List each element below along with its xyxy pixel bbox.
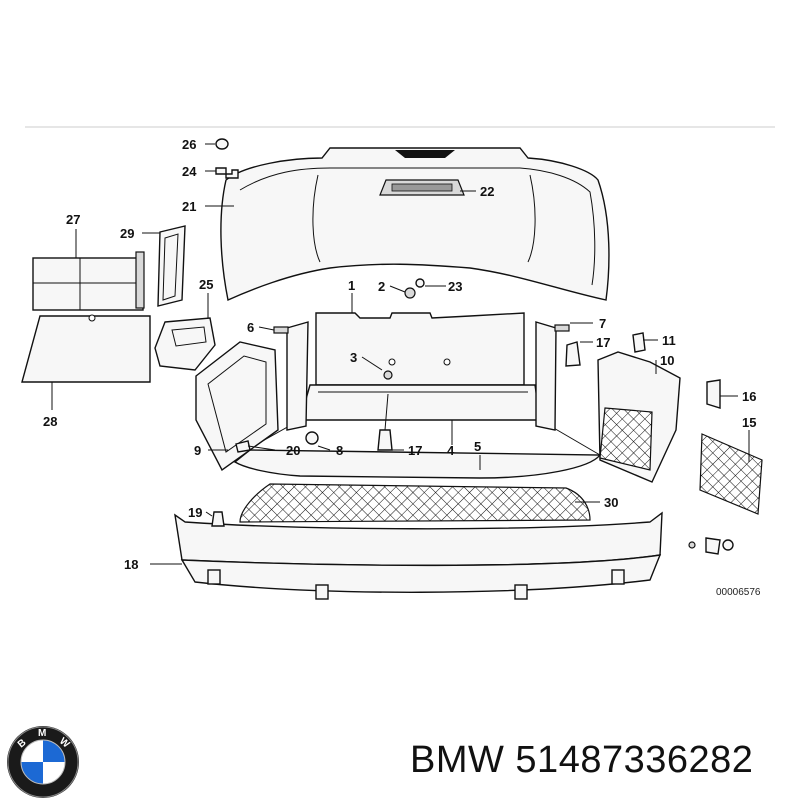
bracket-7 xyxy=(554,324,570,332)
clip-11 xyxy=(632,332,646,353)
callout-1: 1 xyxy=(348,278,355,293)
callout-4: 4 xyxy=(447,443,455,458)
compartment-box-25 xyxy=(154,317,216,371)
leader-lines xyxy=(51,143,750,565)
tab-left-1 xyxy=(207,569,221,585)
callout-2: 2 xyxy=(378,279,385,294)
brand-part-number: BMW 51487336282 xyxy=(410,739,754,781)
callout-6: 6 xyxy=(247,320,254,335)
callout-5: 5 xyxy=(474,439,481,454)
left-side-trim-9-inner xyxy=(207,355,267,453)
trunk-lid-recess xyxy=(312,174,536,263)
screw-24 xyxy=(215,167,239,179)
left-side-trim-9 xyxy=(195,341,279,472)
clip-2 xyxy=(404,287,416,299)
callout-17-center: 17 xyxy=(408,443,422,458)
clip-17-right xyxy=(565,341,581,367)
callout-numbers: 26 24 21 22 27 29 25 1 2 23 6 7 3 17 11 … xyxy=(43,137,756,572)
callout-30: 30 xyxy=(604,495,618,510)
handle-recess-inner xyxy=(391,183,453,192)
left-side-trim-6 xyxy=(286,321,309,431)
screw-bottom-right-1 xyxy=(688,541,696,549)
bmw-logo: B M W xyxy=(7,726,79,798)
callout-24: 24 xyxy=(182,164,197,179)
bmw-logo-letter-m: M xyxy=(38,728,46,739)
callout-25: 25 xyxy=(199,277,213,292)
front-wall-hole-2 xyxy=(443,358,451,366)
clip-23 xyxy=(415,278,425,288)
side-net-right xyxy=(599,407,653,471)
nut-bottom-right xyxy=(722,539,734,551)
floor-panel-28-hole xyxy=(88,314,96,322)
clip-19 xyxy=(211,511,225,527)
floor-panel-28 xyxy=(21,315,151,383)
callout-29: 29 xyxy=(120,226,134,241)
tab-right-2 xyxy=(611,569,625,585)
tab-right-1 xyxy=(514,584,528,600)
callout-8: 8 xyxy=(336,443,343,458)
callout-15: 15 xyxy=(742,415,756,430)
front-wall-hole xyxy=(388,358,396,366)
trunk-lid-trim-panel xyxy=(220,147,610,302)
bolt-3 xyxy=(383,370,393,380)
callout-27: 27 xyxy=(66,212,80,227)
diagram-reference-code: 00006576 xyxy=(716,587,761,598)
trunk-lid-inner-contour xyxy=(239,167,596,286)
cargo-net-30 xyxy=(239,483,591,523)
callout-19: 19 xyxy=(188,505,202,520)
clip-20 xyxy=(235,440,251,453)
compartment-box-25-inner xyxy=(171,326,207,347)
callout-23: 23 xyxy=(448,279,462,294)
callout-26: 26 xyxy=(182,137,196,152)
trunk-floor-carpet-4 xyxy=(299,384,541,421)
front-wall-panel-1 xyxy=(315,312,525,386)
seal-strip-29 xyxy=(157,225,186,307)
clip-26 xyxy=(215,138,229,150)
callout-21: 21 xyxy=(182,199,196,214)
net-15 xyxy=(699,433,763,515)
seal-strip-29-inner xyxy=(162,233,179,301)
callout-28: 28 xyxy=(43,414,57,429)
callout-7: 7 xyxy=(599,316,606,331)
floor-mat-5 xyxy=(233,449,602,479)
callout-11: 11 xyxy=(662,333,676,348)
cover-panel-27 xyxy=(32,257,144,311)
callout-9: 9 xyxy=(194,443,201,458)
clip-17-center xyxy=(377,429,393,451)
clip-8 xyxy=(305,431,319,445)
callout-22: 22 xyxy=(480,184,494,199)
bracket-16 xyxy=(706,379,721,409)
cover-panel-27-strip xyxy=(135,251,145,309)
trunk-lid-lock-notch xyxy=(395,150,455,158)
tab-left-2 xyxy=(315,584,329,600)
callout-16: 16 xyxy=(742,389,756,404)
callout-10: 10 xyxy=(660,353,674,368)
bracket-6 xyxy=(273,326,289,334)
clip-bottom-right xyxy=(705,537,721,555)
callout-3: 3 xyxy=(350,350,357,365)
right-side-trim-7 xyxy=(535,321,557,431)
callout-20: 20 xyxy=(286,443,300,458)
callout-17-right: 17 xyxy=(596,335,610,350)
callout-18: 18 xyxy=(124,557,138,572)
